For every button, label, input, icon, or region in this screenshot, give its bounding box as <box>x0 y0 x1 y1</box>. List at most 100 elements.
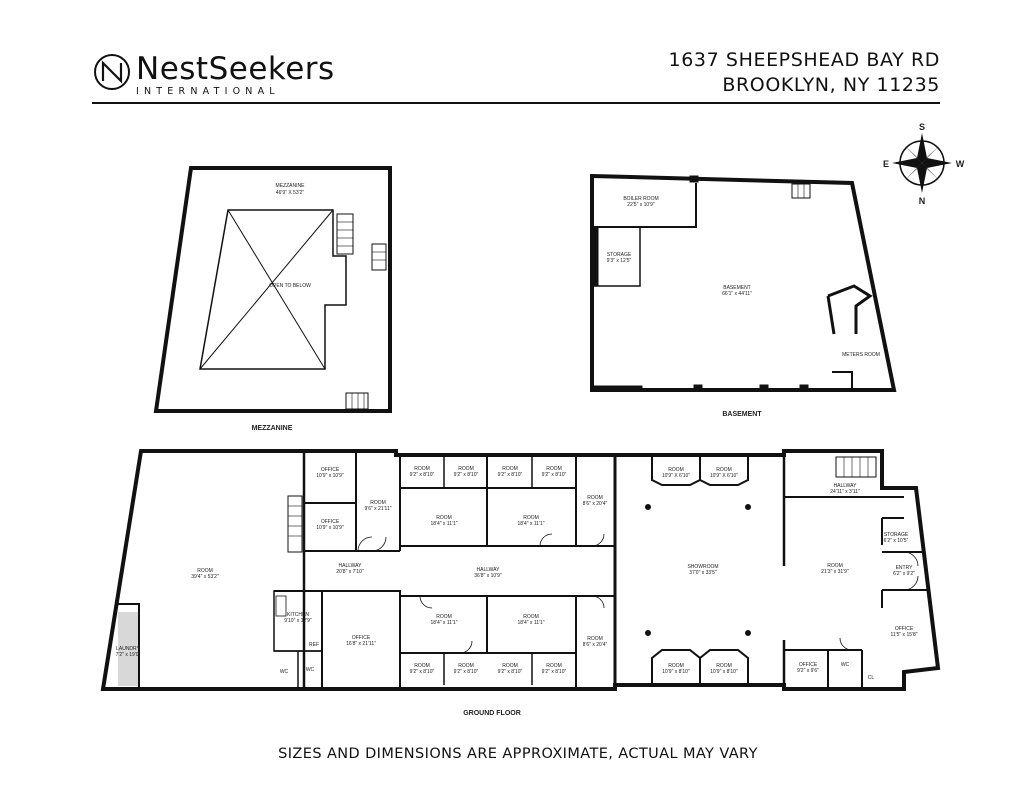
office3-name: OFFICE <box>352 635 371 641</box>
room-t4-name: ROOM <box>546 466 562 472</box>
room-t1-dim: 9'2" x 8'10" <box>410 472 435 478</box>
wc3-label: WC <box>841 662 850 668</box>
entry-dim: 6'2" x 9'2" <box>893 571 915 577</box>
hallway2-dim: 36'8" x 10'9" <box>474 573 502 579</box>
room-s2-name: ROOM <box>716 467 732 473</box>
compass-e-label: E <box>883 159 889 169</box>
storage-b-dim: 9'3" x 12'5" <box>607 258 632 264</box>
entry-name: ENTRY <box>896 565 914 571</box>
wc2-label: WC <box>306 667 315 673</box>
meters-room-name: METERS ROOM <box>842 352 880 358</box>
basement-room-dim: 66'1" x 44'11" <box>722 291 752 297</box>
compass-rose-icon: S N E W <box>883 122 965 206</box>
room-s3-dim: 10'9" x 8'10" <box>662 669 690 675</box>
room-b4-name: ROOM <box>546 663 562 669</box>
open-below-label: OPEN TO BELOW <box>269 283 311 289</box>
laundry-name: LAUNDRY <box>116 646 140 652</box>
address-line-2: BROOKLYN, NY 11235 <box>722 74 940 96</box>
room-t4-dim: 9'2" x 8'10" <box>542 472 567 478</box>
room-b1-dim: 9'2" x 8'10" <box>410 669 435 675</box>
room-mid1-dim: 18'4" x 11'1" <box>430 521 457 527</box>
boiler-room-name: BOILER ROOM <box>623 196 658 202</box>
room-8x20b-dim: 8'6" x 20'4" <box>583 642 608 648</box>
basement-floor-label: BASEMENT <box>722 411 762 418</box>
property-address: 1637 SHEEPSHEAD BAY RD BROOKLYN, NY 1123… <box>669 48 940 98</box>
room-t2-dim: 9'2" x 8'10" <box>454 472 479 478</box>
office5-dim: 9'2" x 9'6" <box>797 668 819 674</box>
storage-g-name: STORAGE <box>884 532 909 538</box>
compass-n-label: N <box>919 196 926 206</box>
logo-mark-icon <box>94 54 130 90</box>
storage-b-name: STORAGE <box>607 252 632 258</box>
room-mid1-name: ROOM <box>436 515 452 521</box>
storage-g-dim: 6'2" x 10'5" <box>884 538 909 544</box>
room-21-name: ROOM <box>827 563 843 569</box>
room-9x21-dim: 9'6" x 21'11" <box>364 506 391 512</box>
compass-s-label: S <box>919 122 925 132</box>
header-divider <box>92 102 940 104</box>
room-s4-name: ROOM <box>716 663 732 669</box>
room-s1-name: ROOM <box>668 467 684 473</box>
showroom-dim: 37'0" x 33'5" <box>689 570 717 576</box>
office2-name: OFFICE <box>321 519 340 525</box>
office1-dim: 10'9" x 10'9" <box>316 473 344 479</box>
office5-name: OFFICE <box>799 662 818 668</box>
office4-name: OFFICE <box>895 626 914 632</box>
room-b3-dim: 9'2" x 8'10" <box>498 669 523 675</box>
room-mid4-name: ROOM <box>523 614 539 620</box>
office3-dim: 16'8" x 21'11" <box>346 641 376 647</box>
room-t3-name: ROOM <box>502 466 518 472</box>
mezzanine-floor-label: MEZZANINE <box>252 425 293 432</box>
basement-room-name: BASEMENT <box>723 285 751 291</box>
room-t3-dim: 9'2" x 8'10" <box>498 472 523 478</box>
room-mid4-dim: 18'4" x 11'1" <box>517 620 544 626</box>
room-b3-name: ROOM <box>502 663 518 669</box>
hallway3-name: HALLWAY <box>834 483 858 489</box>
boiler-room-dim: 22'5" x 10'9" <box>627 202 655 208</box>
office2-dim: 10'9" x 10'9" <box>316 525 344 531</box>
room-b1-name: ROOM <box>414 663 430 669</box>
room-8x20a-name: ROOM <box>587 495 603 501</box>
hallway2-name: HALLWAY <box>477 567 501 573</box>
room-21-dim: 21'3" x 31'9" <box>821 569 849 575</box>
showroom-name: SHOWROOM <box>687 564 718 570</box>
office4-dim: 11'5" x 15'8" <box>890 632 917 638</box>
room-s3-name: ROOM <box>668 663 684 669</box>
kitchen-name: KITCHEN <box>287 612 309 618</box>
room-s1-dim: 10'9" X 6'10" <box>662 473 690 479</box>
laundry-dim: 7'2" x 19'0" <box>116 652 141 658</box>
cl-label: CL <box>868 675 875 681</box>
room-s4-dim: 10'9" x 8'10" <box>710 669 738 675</box>
brand-subtitle: INTERNATIONAL <box>136 86 280 97</box>
hallway1-name: HALLWAY <box>339 563 363 569</box>
address-line-1: 1637 SHEEPSHEAD BAY RD <box>668 49 940 71</box>
mezzanine-plan <box>153 166 392 413</box>
ground-floor-plan <box>100 449 941 691</box>
room-8x20b-name: ROOM <box>587 636 603 642</box>
room-s2-dim: 10'9" X 6'10" <box>710 473 738 479</box>
room-b2-dim: 9'2" x 8'10" <box>454 669 479 675</box>
disclaimer-text: SIZES AND DIMENSIONS ARE APPROXIMATE, AC… <box>278 746 758 762</box>
room-t2-name: ROOM <box>458 466 474 472</box>
compass-w-label: W <box>956 159 965 169</box>
room-b2-name: ROOM <box>458 663 474 669</box>
room-mid2-name: ROOM <box>523 515 539 521</box>
brand-logo: NestSeekers INTERNATIONAL <box>92 48 335 100</box>
brand-name: NestSeekers <box>136 51 335 87</box>
mezz-room-name: MEZZANINE <box>276 183 306 189</box>
room-mid3-dim: 18'4" x 11'1" <box>430 620 457 626</box>
kitchen-dim: 9'10" x 12'9" <box>284 618 312 624</box>
hallway3-dim: 24'11" x 3'11" <box>830 489 860 495</box>
ref-label: REF <box>309 642 319 648</box>
office1-name: OFFICE <box>321 467 340 473</box>
room-b4-dim: 9'2" x 8'10" <box>542 669 567 675</box>
big-room-name: ROOM <box>197 568 213 574</box>
basement-plan <box>590 173 897 392</box>
mezz-room-dim: 46'9" X 53'2" <box>276 190 304 196</box>
hallway1-dim: 20'8" x 7'10" <box>336 569 364 575</box>
room-8x20a-dim: 8'6" x 20'4" <box>583 501 608 507</box>
room-mid3-name: ROOM <box>436 614 452 620</box>
wc1-label: WC <box>280 669 289 675</box>
big-room-dim: 39'4" x 53'2" <box>191 574 219 580</box>
